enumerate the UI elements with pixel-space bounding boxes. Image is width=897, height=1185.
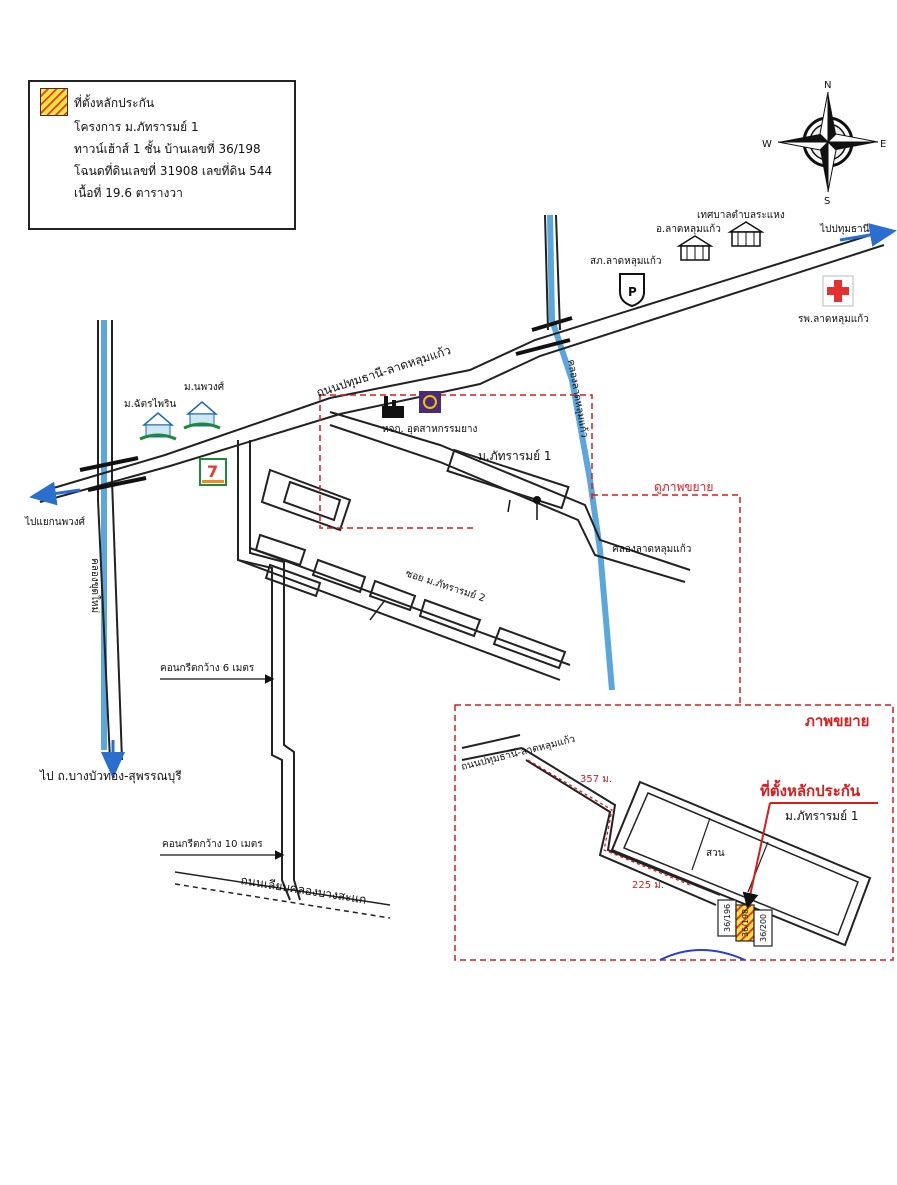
hospital-cross-icon <box>822 275 854 307</box>
label-to-nong-phong: ไปแยกนพวงศ์ <box>24 516 86 528</box>
label-see-enlarged: ดูภาพขยาย <box>654 480 713 495</box>
label-to-bang-bua-thong: ไป ถ.บางบัวทอง-สุพรรณบุรี <box>39 769 182 784</box>
project-pins <box>507 496 541 520</box>
compass-w: W <box>762 139 772 150</box>
inset-house-200: 36/200 <box>759 914 768 942</box>
inset-collateral-label: ที่ตั้งหลักประกัน <box>760 779 861 800</box>
arrow-to-nong-phong <box>29 481 81 506</box>
project-block <box>446 448 570 510</box>
compass-n: N <box>824 80 831 91</box>
highway-pathum-lat-lum-kaeo <box>39 231 885 503</box>
enlarged-area-frame <box>319 394 741 705</box>
municipality-building-icon <box>727 221 765 247</box>
government-building-icon <box>676 235 714 261</box>
inset-project-block <box>610 780 872 947</box>
road-north <box>544 214 561 331</box>
svg-text:7: 7 <box>207 462 218 481</box>
label-municipality: เทศบาลตำบลระแหง <box>697 210 785 221</box>
label-factory: หจก. อุตสาหกรรมยาง <box>382 424 478 435</box>
label-concrete-10m: คอนกรีตกว้าง 10 เมตร <box>162 838 263 850</box>
label-soi-phattharom-2: ซอย ม.ภัทรารมย์ 2 <box>404 567 487 604</box>
village-grid <box>237 440 571 901</box>
svg-text:P: P <box>628 285 637 299</box>
compass-s: S <box>824 196 830 207</box>
legend-title: ที่ตั้งหลักประกัน <box>74 96 155 110</box>
label-village-chatphirin: ม.ฉัตรไพริน <box>124 398 176 410</box>
label-canal-lat-lum-kaeo: คลองลาดหลุมแก้ว <box>612 543 691 555</box>
inset-house-196: 36/196 <box>723 904 732 932</box>
factory-icon <box>382 396 404 418</box>
seven-eleven-logo-icon: 7 <box>199 458 227 486</box>
label-canal-vertical: คลองลาดหลุมแก้ว <box>565 358 591 438</box>
inset-house-lots <box>717 899 773 947</box>
label-hospital: รพ.ลาดหลุมแก้ว <box>798 313 869 325</box>
label-village-nophawong: ม.นพวงศ์ <box>184 381 225 393</box>
canal-lat-lum-kaeo <box>547 214 615 691</box>
label-canal-khut-mai: คลองขุดใหม่ <box>89 558 101 613</box>
label-police: สภ.ลาดหลุมแก้ว <box>590 255 662 267</box>
legend-house: ทาวน์เฮ้าส์ 1 ชั้น บ้านเลขที่ 36/198 <box>74 142 261 156</box>
inset-water-curve <box>659 949 746 961</box>
label-district-office: อ.ลาดหลุมแก้ว <box>656 223 721 235</box>
label-concrete-6m: คอนกรีตกว้าง 6 เมตร <box>160 662 255 674</box>
inset-road <box>461 734 721 906</box>
legend-deed: โฉนดที่ดินเลขที่ 31908 เลขที่ดิน 544 <box>74 164 273 178</box>
police-shield-icon: P <box>619 273 645 308</box>
house-lot-36-200 <box>753 909 773 947</box>
label-project: ม.ภัทรารมย์ 1 <box>478 449 552 463</box>
inset-house-198: 36/198 <box>741 909 750 937</box>
inset-garden-label: สวน <box>706 848 725 859</box>
legend-area: เนื้อที่ 19.6 ตารางวา <box>74 186 183 200</box>
bridge-right <box>515 316 573 356</box>
collateral-pointer <box>742 802 878 909</box>
legend-project: โครงการ ม.ภัทรารมย์ 1 <box>74 120 199 134</box>
legend-box: ที่ตั้งหลักประกัน โครงการ ม.ภัทรารมย์ 1 … <box>28 80 296 230</box>
inset-title: ภาพขยาย <box>805 712 869 730</box>
soi-pointer <box>369 599 386 621</box>
inset-dist-225: 225 ม. <box>632 880 664 891</box>
inset-project-label: ม.ภัทรารมย์ 1 <box>785 809 859 823</box>
road-along-canal <box>174 871 391 919</box>
compass-icon <box>777 91 879 193</box>
village-house-icon-2 <box>183 401 221 430</box>
bridge-left <box>79 456 147 492</box>
arrow-to-pathum <box>839 223 897 247</box>
road-left-vertical <box>97 320 123 761</box>
road-project-access <box>329 411 691 583</box>
collateral-hatch-swatch <box>40 88 68 116</box>
inset-route-dotted <box>527 759 691 886</box>
bank-logo-icon <box>419 391 441 413</box>
compass-e: E <box>880 139 886 150</box>
label-road-along-canal: ถนนเลียบคลองบางสะแก <box>240 873 368 907</box>
village-house-icon <box>139 412 177 441</box>
inset-dist-357: 357 ม. <box>580 774 612 785</box>
label-to-pathum: ไปปทุมธานี <box>819 223 870 235</box>
